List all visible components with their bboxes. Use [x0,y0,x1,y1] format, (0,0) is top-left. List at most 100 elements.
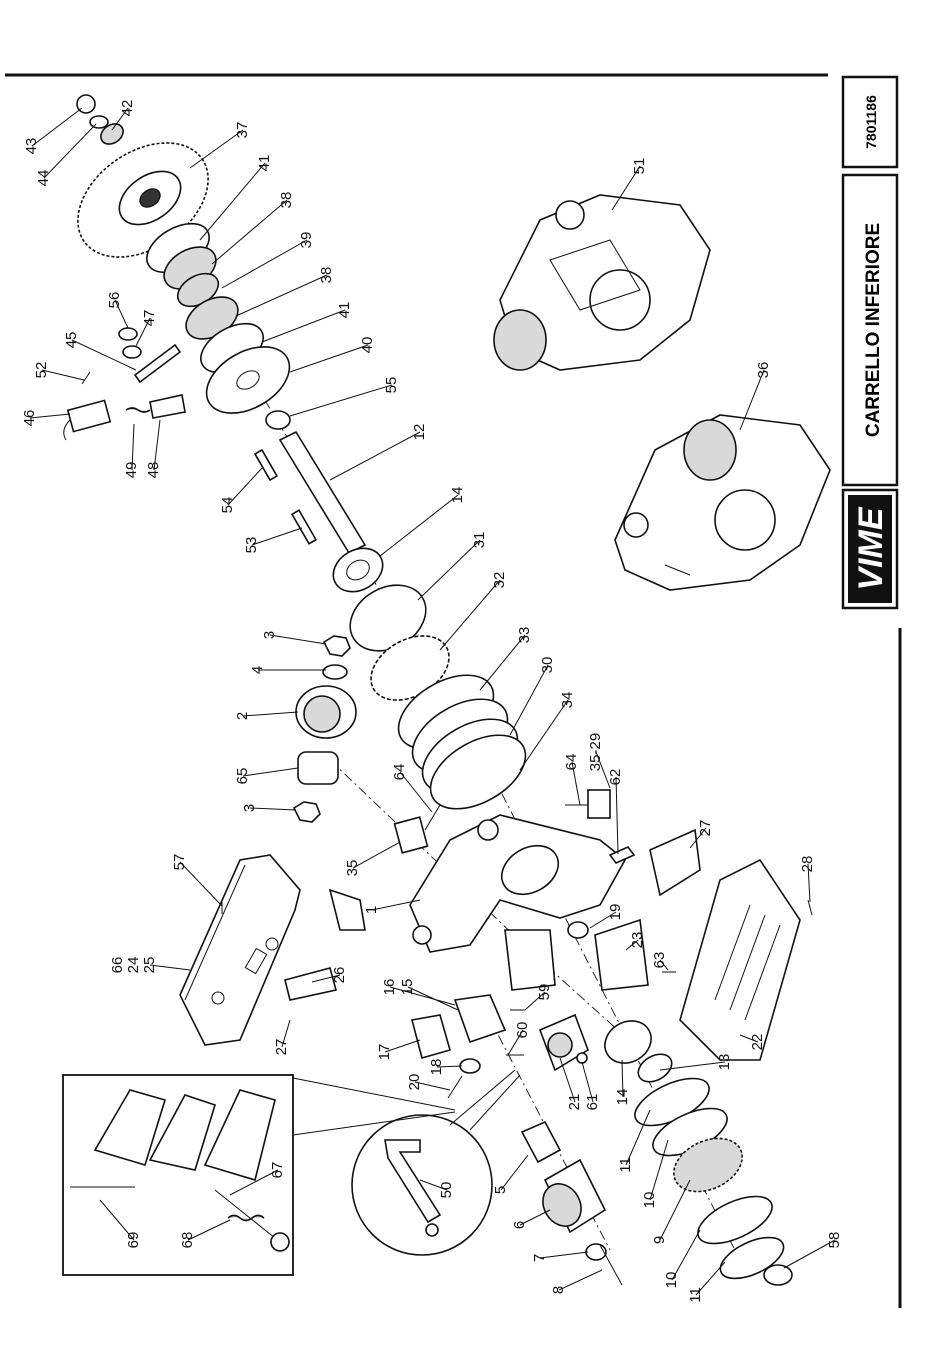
callout-label: 49 [123,462,140,479]
callout-leader [380,495,458,556]
callout-label: 41 [336,302,353,319]
callout-leader [660,1180,690,1240]
callout-leader [510,665,548,735]
drawing-title: CARRELLO INFERIORE [863,223,884,437]
callout-label: 18 [428,1059,445,1076]
callout-label: 8 [550,1286,567,1294]
callout-label: 47 [141,310,158,327]
callout-label: 67 [269,1162,286,1179]
callout-label: 7 [531,1254,548,1262]
callout-label: 65 [234,768,251,785]
callout-label: 27 [697,820,714,837]
callout-leader [520,700,568,770]
callout-leader [200,163,265,240]
cam-21-wheel [548,1033,572,1057]
screw-64-upper [425,805,440,830]
callout-label: 43 [23,138,40,155]
nut-3-top [324,636,350,656]
spring-49 [126,408,150,412]
screw-28 [808,900,812,915]
assembly-51-roller [556,201,584,229]
callout-leader [222,240,307,288]
roller-group [294,636,356,822]
callout-label: 57 [171,854,188,871]
bracket-center [505,930,555,990]
callout-label: 68 [179,1232,196,1249]
callout-label: 40 [359,337,376,354]
frame-1-boss-left [413,926,431,944]
callout-label: 27 [273,1039,290,1056]
ring-56 [119,328,137,340]
ring-58 [764,1265,792,1285]
callout-label: 13 [716,1054,733,1071]
callout-label: 12 [411,424,428,441]
callout-leader [616,777,618,854]
ring-55 [266,411,290,429]
callout-label: 2 [234,712,251,720]
callout-label: 6 [511,1221,528,1229]
assembly-36-roller [624,513,648,537]
callout-label: 33 [516,627,533,644]
callout-label: 38 [318,267,335,284]
rod-67-eye [271,1233,289,1251]
washer-44 [90,116,108,128]
callout-label: 45 [63,332,80,349]
callout-label: 23 [629,932,646,949]
callout-label: 15 [399,979,416,996]
doc-number: 7801186 [863,95,879,149]
callout-label: 11 [687,1287,704,1303]
callout-leader [212,200,287,264]
screw-52 [82,372,90,384]
callout-label: 11 [617,1157,634,1173]
bracket-26-upper [330,890,365,930]
callout-label: 38 [278,192,295,209]
inset-pointer-a [293,1078,455,1110]
bracket-26 [285,968,336,1000]
callout-label: 52 [33,362,50,379]
callout-label: 58 [826,1232,843,1249]
callout-label: 59 [536,984,553,1001]
callout-label: 20 [406,1074,423,1091]
cover-25 [180,855,300,1045]
callout-leader [501,1155,528,1190]
guard-23 [595,920,648,990]
callout-leader [270,635,326,644]
callout-label: 54 [219,497,236,514]
drive-gear-assembly [56,95,300,429]
callout-leader [440,580,500,650]
callout-label: 66 [109,957,126,974]
shaft-12 [280,432,365,553]
pin-65 [298,752,338,784]
callout-label: 19 [607,904,624,921]
callout-label: 16 [381,979,398,996]
assembly-51-wheel [590,270,650,330]
callout-leader [236,275,327,316]
sensor-35-29 [588,790,610,818]
callout-leader [290,345,368,372]
callout-label: 36 [755,362,772,379]
callout-label: 37 [234,122,251,139]
assembly-51-motor [494,310,546,370]
callout-label: 39 [298,232,315,249]
block-17 [412,1015,450,1058]
callout-label: 56 [106,292,123,309]
callout-label: 25 [141,957,158,974]
callout-label: 32 [491,572,508,589]
bolt-8 [600,1245,622,1285]
lever-50-eye [426,1224,438,1236]
callout-label: 46 [21,410,38,427]
bracket-48 [150,395,185,418]
switch-46-cable [64,420,70,440]
title-block: 7801186 CARRELLO INFERIORE VIME [843,77,897,608]
callout-label: 60 [514,1022,531,1039]
callout-label: 69 [125,1232,142,1249]
callout-label: 64 [391,764,408,781]
wheel-stack [597,1013,792,1287]
callout-label: 53 [243,537,260,554]
callout-label: 30 [539,657,556,674]
bushing-47 [123,346,141,358]
plate-22 [680,860,800,1060]
key-53 [292,510,316,543]
assembly-36-motor [684,420,736,480]
